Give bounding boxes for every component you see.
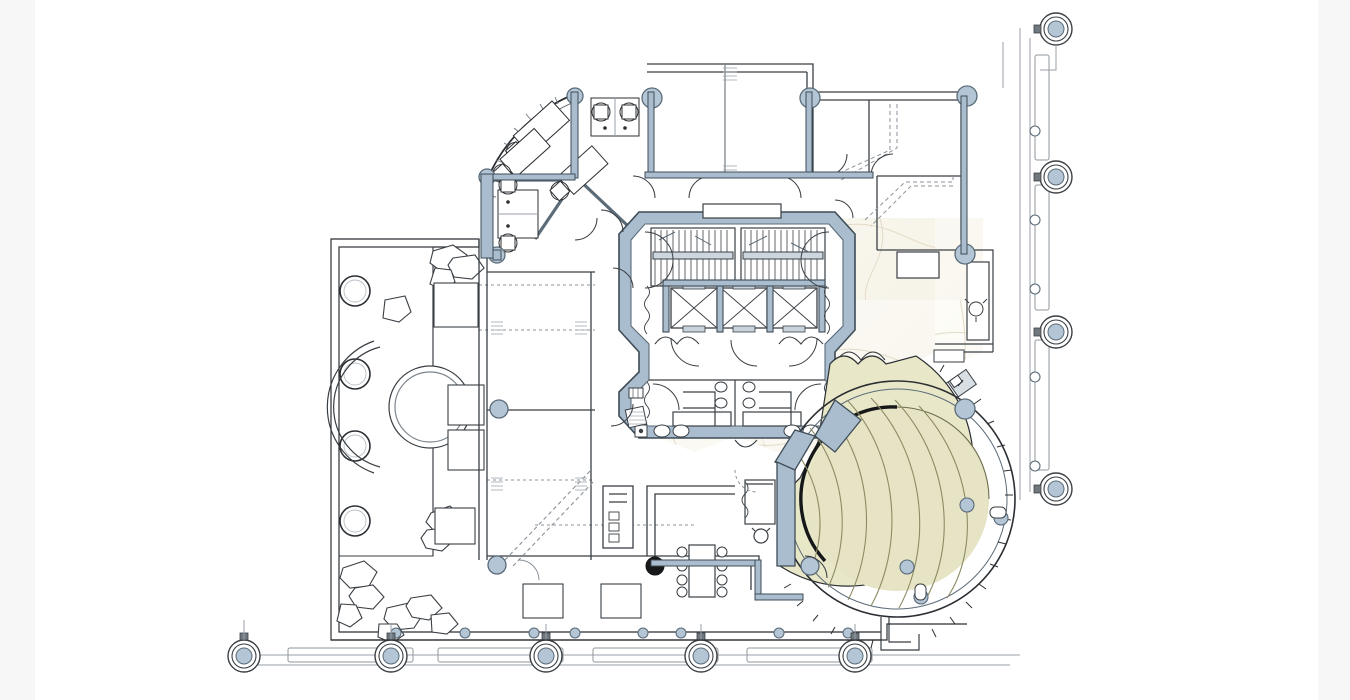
partition-wall — [480, 91, 968, 261]
egress-stair — [650, 227, 826, 287]
ramp-dashed — [504, 469, 596, 567]
upper-ramp-dashed — [834, 104, 954, 227]
round-column — [339, 275, 371, 537]
reception-chair — [964, 298, 988, 322]
lounge-furniture — [382, 282, 485, 545]
wc-fixture — [714, 381, 756, 409]
wall-hatch — [491, 321, 587, 491]
service-room — [744, 479, 776, 544]
dimension-rail-right — [1034, 54, 1050, 471]
grid-leader-line — [243, 45, 1057, 640]
floor-plan-drawing[interactable] — [35, 0, 1318, 700]
lobby-curtain-edge — [654, 336, 886, 448]
auditorium-exit-stair — [914, 506, 1007, 601]
auditorium-link-wall — [774, 399, 862, 567]
grid-bubble[interactable] — [227, 12, 1073, 673]
elevator-cab — [662, 279, 826, 333]
south-outer-wall — [650, 559, 804, 601]
door-swing — [644, 231, 830, 411]
auditorium-exit-vestibule — [880, 617, 920, 651]
dimension-rail-bottom — [287, 647, 873, 663]
core-bulkhead — [702, 203, 782, 219]
service-room-wavy — [741, 481, 749, 519]
grid-node-marker — [390, 125, 1041, 639]
grid-reference-lines — [240, 28, 1031, 666]
terrace-boundary — [331, 623, 967, 641]
drawing-sheet — [35, 0, 1318, 700]
central-west-rooms — [478, 239, 647, 560]
terrace-paving — [522, 583, 642, 619]
conference-table — [676, 544, 728, 598]
